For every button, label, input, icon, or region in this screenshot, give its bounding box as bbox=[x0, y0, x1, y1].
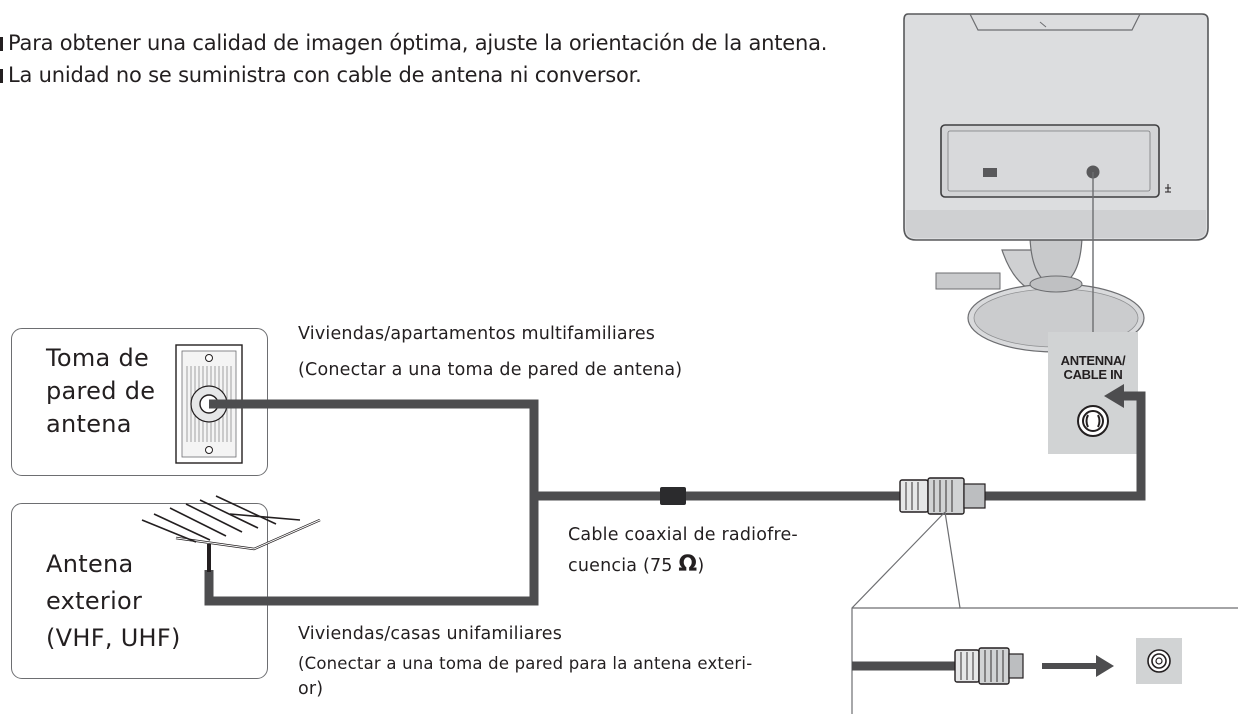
coax-cable bbox=[204, 391, 1146, 606]
singlefamily-caption-line: (Conectar a una toma de pared para la an… bbox=[298, 654, 753, 673]
note-orientation: Para obtener una calidad de imagen óptim… bbox=[0, 30, 827, 56]
wall-outlet-label-line: antena bbox=[46, 410, 132, 438]
bullet-icon bbox=[0, 69, 3, 83]
multifamily-caption-line: Viviendas/apartamentos multifamiliares bbox=[298, 324, 656, 344]
multifamily-caption-line: (Conectar a una toma de pared de antena) bbox=[298, 360, 683, 380]
outdoor-antenna-label-line: Antena bbox=[46, 550, 134, 578]
outdoor-antenna-label-line: (VHF, UHF) bbox=[46, 624, 181, 652]
arrow-left-icon bbox=[1104, 384, 1124, 408]
coax-connector-icon bbox=[954, 647, 1024, 685]
antenna-panel-label-line: CABLE IN bbox=[1063, 367, 1123, 382]
yagi-antenna-icon bbox=[141, 495, 321, 572]
antenna-jack-icon bbox=[1077, 405, 1109, 437]
cable-caption-line: cuencia (75 Ω) bbox=[568, 550, 798, 581]
note-orientation-text: Para obtener una calidad de imagen óptim… bbox=[8, 31, 828, 55]
cable-caption: Cable coaxial de radiofre- cuencia (75 Ω… bbox=[568, 521, 798, 581]
note-no-cable-text: La unidad no se suministra con cable de … bbox=[8, 63, 642, 87]
wall-outlet-label-line: pared de bbox=[46, 377, 156, 405]
ferrite-core bbox=[660, 487, 686, 505]
multifamily-caption: Viviendas/apartamentos multifamiliares (… bbox=[298, 316, 682, 388]
cable-caption-close: ) bbox=[697, 556, 705, 576]
detail-callout bbox=[851, 511, 1238, 714]
antenna-panel-label-line: ANTENNA/ bbox=[1060, 353, 1126, 368]
tv-back-icon bbox=[903, 13, 1209, 353]
arrow-right-icon bbox=[1096, 655, 1114, 677]
cable-caption-line: Cable coaxial de radiofre- bbox=[568, 525, 798, 545]
antenna-jack-icon bbox=[1147, 649, 1171, 673]
antenna-panel-label: ANTENNA/ CABLE IN bbox=[1052, 354, 1134, 382]
note-no-cable: La unidad no se suministra con cable de … bbox=[0, 62, 642, 88]
bullet-icon bbox=[0, 37, 3, 51]
singlefamily-caption-line: or) bbox=[298, 679, 324, 699]
wall-outlet-label: Toma de pared de antena bbox=[46, 342, 155, 441]
ohm-symbol: Ω bbox=[678, 552, 698, 577]
coax-connector-icon bbox=[899, 477, 986, 515]
cable-caption-text: cuencia (75 bbox=[568, 556, 673, 576]
outdoor-antenna-label: Antena exterior (VHF, UHF) bbox=[46, 546, 181, 657]
outdoor-antenna-box bbox=[11, 503, 268, 679]
outdoor-antenna-label-line: exterior bbox=[46, 587, 143, 615]
singlefamily-caption: Viviendas/casas unifamiliares (Conectar … bbox=[298, 620, 752, 700]
wall-outlet-label-line: Toma de bbox=[46, 344, 150, 372]
singlefamily-caption-line: Viviendas/casas unifamiliares bbox=[298, 624, 563, 644]
